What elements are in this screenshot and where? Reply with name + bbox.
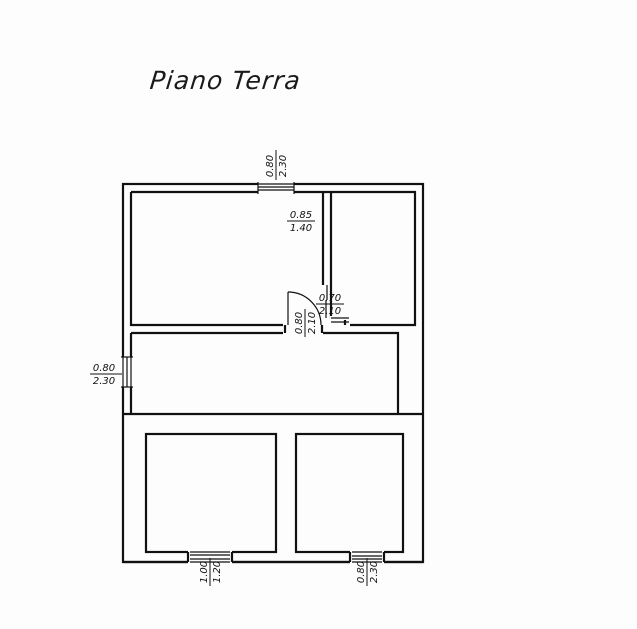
hall-door-height: 2.10: [307, 312, 318, 334]
room-door-height: 1.40: [290, 223, 312, 234]
small-room-door: [325, 300, 350, 328]
small-door-height: 2.10: [319, 306, 341, 317]
hall-door-width: 0.80: [294, 312, 305, 334]
bottom-right-opening: [348, 548, 386, 564]
bottom-right-width: 0.80: [356, 561, 367, 583]
top-window-width: 0.80: [265, 155, 276, 177]
bottom-left-width: 1.00: [199, 561, 210, 583]
hall-door-dimension: 0.80 2.10: [294, 309, 318, 337]
left-window-dimension: 0.80 2.30: [90, 363, 122, 387]
left-window: [121, 356, 133, 388]
room-door-dimension: 0.85 1.40: [287, 210, 315, 234]
small-door-width: 0.70: [319, 293, 341, 304]
left-window-width: 0.80: [93, 363, 115, 374]
bottom-right-dimension: 0.80 2.30: [356, 558, 380, 586]
lower-rooms: [123, 432, 423, 564]
bottom-left-height: 1.20: [212, 561, 223, 583]
top-window-height: 2.30: [278, 155, 289, 177]
bottom-right-height: 2.30: [369, 561, 380, 583]
room-door-width: 0.85: [290, 210, 312, 221]
top-window-dimension: 0.80 2.30: [265, 152, 289, 180]
small-door-dimension: 0.70 2.10: [316, 293, 344, 317]
left-window-height: 2.30: [93, 376, 115, 387]
hall-door: [283, 291, 324, 336]
bottom-left-dimension: 1.00 1.20: [199, 558, 223, 586]
partition-walls: [321, 192, 333, 318]
outer-walls: [121, 182, 425, 564]
